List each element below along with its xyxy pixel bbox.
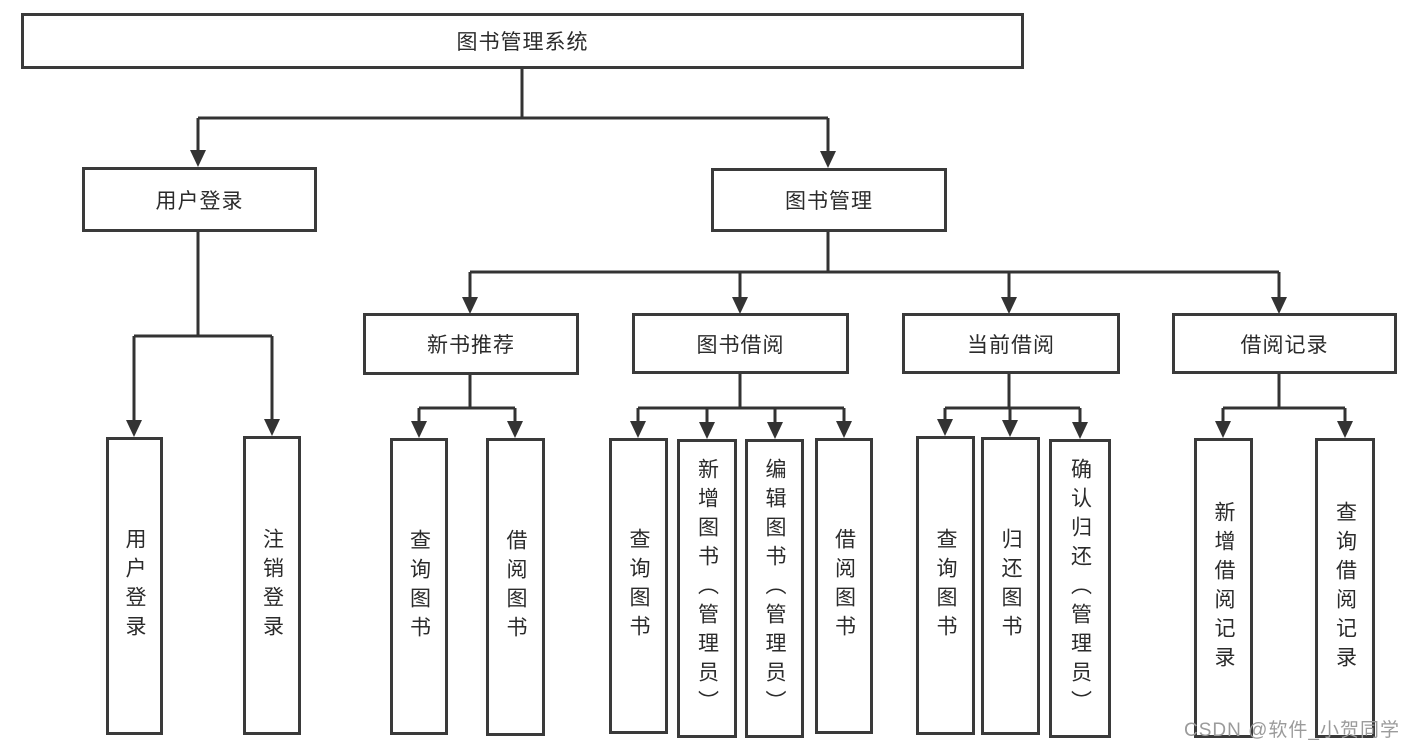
edges-current-borrow — [937, 373, 1088, 439]
node-label: 查询图书 — [627, 528, 650, 644]
node-label: 图书借阅 — [696, 333, 785, 357]
node-label: 图书管理系统 — [456, 31, 589, 54]
node-leaf-br-add-record: 新增借阅记录 — [1194, 438, 1253, 738]
node-leaf-bb-search-book: 查询图书 — [609, 438, 668, 734]
node-label: 当前借阅 — [967, 333, 1055, 357]
node-label: 新书推荐 — [427, 334, 515, 357]
node-label: 用户登录 — [155, 189, 244, 213]
node-leaf-cb-return-book: 归还图书 — [981, 437, 1040, 735]
node-leaf-logout: 注销登录 — [243, 436, 301, 735]
node-label: 用户登录 — [123, 528, 146, 644]
node-label: 查询借阅记录 — [1333, 501, 1357, 675]
edges-root — [190, 69, 836, 168]
node-user-login: 用户登录 — [82, 167, 317, 232]
node-label: 编辑图书（管理员） — [763, 458, 786, 719]
node-system-root: 图书管理系统 — [21, 13, 1024, 69]
edges-book-borrow — [630, 373, 852, 439]
node-book-borrow: 图书借阅 — [632, 313, 849, 374]
node-leaf-bb-edit-book-admin: 编辑图书（管理员） — [745, 439, 804, 738]
node-label: 借阅图书 — [832, 528, 856, 644]
node-leaf-nbr-search-book: 查询图书 — [390, 438, 448, 735]
node-label: 图书管理 — [785, 190, 873, 213]
node-label: 注销登录 — [260, 527, 284, 644]
node-label: 新增图书（管理员） — [695, 458, 719, 719]
node-leaf-cb-confirm-return-admin: 确认归还（管理员） — [1049, 439, 1111, 738]
node-label: 新增借阅记录 — [1212, 501, 1235, 675]
edges-book-management — [462, 232, 1287, 314]
edges-user-login — [126, 232, 280, 437]
node-current-borrow: 当前借阅 — [902, 313, 1120, 374]
node-leaf-user-login: 用户登录 — [106, 437, 163, 735]
node-label: 借阅记录 — [1240, 333, 1329, 357]
edges-new-book-recommend — [411, 374, 523, 438]
node-label: 确认归还（管理员） — [1068, 458, 1092, 719]
node-leaf-nbr-borrow-book: 借阅图书 — [486, 438, 545, 736]
node-label: 借阅图书 — [504, 529, 527, 645]
node-new-book-recommend: 新书推荐 — [363, 313, 579, 375]
edges-borrow-records — [1215, 373, 1353, 438]
node-borrow-records: 借阅记录 — [1172, 313, 1397, 374]
node-label: 归还图书 — [999, 528, 1022, 644]
node-leaf-br-search-record: 查询借阅记录 — [1315, 438, 1375, 738]
node-leaf-bb-borrow-book: 借阅图书 — [815, 438, 873, 734]
node-book-management: 图书管理 — [711, 168, 947, 232]
node-label: 查询图书 — [934, 527, 957, 644]
node-leaf-bb-add-book-admin: 新增图书（管理员） — [677, 439, 737, 738]
csdn-watermark: CSDN @软件_小贺同学 — [1184, 720, 1400, 741]
node-label: 查询图书 — [407, 528, 431, 645]
node-leaf-cb-search-book: 查询图书 — [916, 436, 975, 735]
